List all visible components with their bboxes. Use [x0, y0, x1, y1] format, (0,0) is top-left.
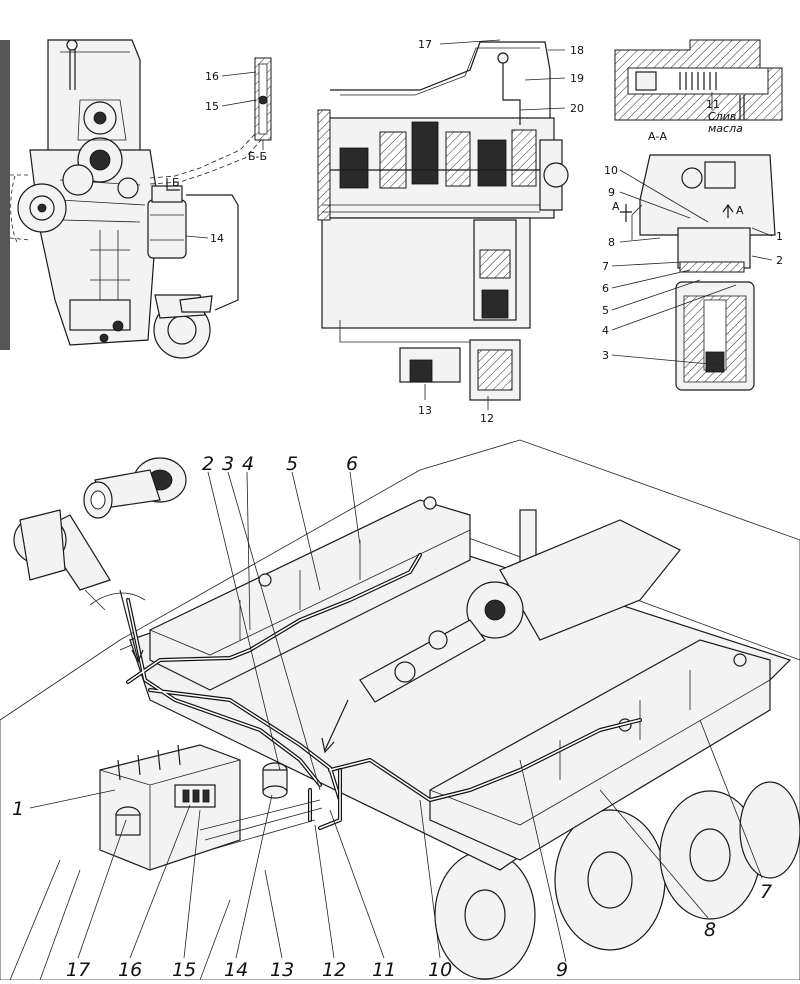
left-cylinder-head-cover: [149, 499, 471, 691]
oil-filter-14: [147, 199, 187, 259]
upper-middle-labels: 12 13 17 18 19 20: [418, 38, 584, 425]
section-a-a-view: [614, 39, 783, 391]
callout-l-4: 4: [242, 453, 254, 475]
left-edge-strip: [0, 40, 10, 350]
engine-cross-section: [317, 41, 569, 401]
callout-l-1: 1: [12, 798, 24, 820]
callout-l-11: 11: [372, 959, 396, 980]
right-cylinder-head-cover: [429, 639, 771, 861]
callout-l-16: 16: [118, 959, 142, 980]
callout-l-6: 6: [346, 453, 358, 475]
callout-l-9: 9: [556, 959, 568, 980]
callout-l-13: 13: [270, 959, 294, 980]
left-block: [99, 744, 241, 871]
fuel-pump: [499, 519, 681, 641]
drain-text-1: Слив: [708, 110, 736, 123]
road-wheels: [434, 781, 800, 980]
callout-l-5: 5: [286, 453, 298, 475]
callout-um-13: 13: [418, 404, 432, 417]
callout-um-19: 19: [570, 72, 584, 85]
engine-side-view: [0, 39, 272, 359]
callout-l-10: 10: [428, 959, 452, 980]
callout-ur-5: 5: [602, 304, 609, 317]
callout-l-14: 14: [224, 959, 248, 980]
callout-um-18: 18: [570, 44, 584, 57]
callout-l-3: 3: [222, 453, 234, 475]
drain-text-2: масла: [708, 122, 743, 135]
callout-l-12: 12: [322, 959, 346, 980]
lower-labels: 1 2 3 4 5 6 7 8 9 10 11 12 13 14 15 16 1: [12, 453, 772, 981]
section-tank-outline: [330, 41, 551, 120]
callout-um-20: 20: [570, 102, 584, 115]
isometric-engine-view: [0, 439, 800, 981]
callout-ul-16: 16: [205, 70, 219, 83]
oil-pipe-19: [502, 60, 521, 125]
callout-ul-15: 15: [205, 100, 219, 113]
callout-um-17: 17: [418, 38, 432, 51]
callout-ur-9: 9: [608, 186, 615, 199]
arrow-label-a-right: А: [736, 204, 744, 217]
callout-ul-14: 14: [210, 232, 224, 245]
callout-l-17: 17: [66, 959, 90, 980]
callout-l-7: 7: [760, 881, 772, 903]
arrow-label-a-left: А: [612, 200, 620, 213]
callout-ur-8: 8: [608, 236, 615, 249]
valve-bolts: [117, 744, 216, 808]
callout-ur-11: 11: [706, 98, 720, 111]
callout-ur-4: 4: [602, 324, 609, 337]
callout-l-15: 15: [172, 959, 196, 980]
fittings-detail: [13, 457, 187, 611]
section-mark-b: Б: [172, 176, 180, 189]
upper-right-labels: А-А Слив масла А А 1 2 3 4 5 6 7 8 9 10 …: [602, 92, 783, 366]
callout-ur-7: 7: [602, 260, 609, 273]
crankshaft: [330, 121, 545, 189]
callout-ur-3: 3: [602, 349, 609, 362]
view-label-b-b: Б-Б: [248, 150, 267, 163]
callout-ur-10: 10: [604, 164, 618, 177]
callout-ur-6: 6: [602, 282, 609, 295]
callout-ur-2: 2: [776, 254, 783, 267]
flywheel: [317, 109, 331, 221]
callout-l-2: 2: [202, 453, 214, 475]
section-label-a-a: А-А: [648, 130, 667, 143]
upper-left-labels: Б Б-Б 14 15 16: [172, 70, 267, 245]
callout-l-8: 8: [704, 919, 716, 941]
callout-ur-1: 1: [776, 230, 783, 243]
callout-um-12: 12: [480, 412, 494, 425]
